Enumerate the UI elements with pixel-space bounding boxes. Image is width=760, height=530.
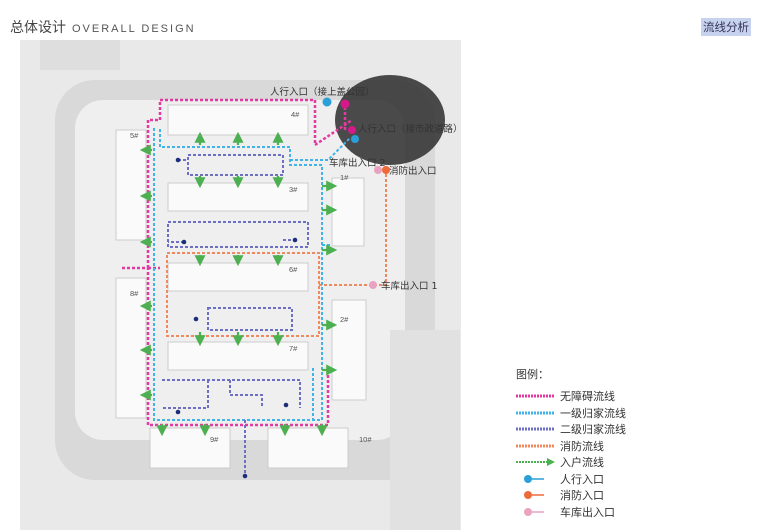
legend-label: 车库出入口 bbox=[560, 505, 615, 519]
building-7 bbox=[167, 341, 309, 371]
fire-entry-marker bbox=[382, 166, 390, 174]
legend-item-entry-route: 入户流线 bbox=[516, 454, 626, 471]
building-label-8: 8# bbox=[130, 289, 139, 298]
title-en: OVERALL DESIGN bbox=[72, 23, 196, 35]
road-top-left bbox=[40, 40, 120, 70]
label-garage-2: 车库出入口 2 bbox=[329, 157, 386, 169]
title-cn: 总体设计 bbox=[10, 20, 66, 36]
building-8 bbox=[115, 277, 147, 419]
legend-label: 无障碍流线 bbox=[560, 390, 615, 404]
building-label-2: 2# bbox=[340, 315, 349, 324]
building-4 bbox=[167, 104, 309, 136]
garage-2-marker bbox=[374, 166, 382, 174]
legend-label: 一级归家流线 bbox=[560, 406, 626, 420]
legend-item-fire-route: 消防流线 bbox=[516, 438, 626, 455]
building-label-10: 10# bbox=[359, 435, 372, 444]
building-label-9: 9# bbox=[210, 435, 219, 444]
legend-dot-icon bbox=[524, 507, 544, 516]
building-1 bbox=[331, 177, 365, 247]
building-6 bbox=[167, 262, 309, 292]
label-fire-entry: 消防出入口 bbox=[389, 165, 437, 177]
building-10 bbox=[267, 427, 349, 469]
legend: 图例： 无障碍流线 一级归家流线 二级归家流线 消防流线 入户流线 人行入口 消… bbox=[516, 366, 626, 520]
label-garage-1: 车库出入口 1 bbox=[381, 280, 438, 292]
legend-item-primary-home: 一级归家流线 bbox=[516, 405, 626, 422]
entry-markers bbox=[322, 97, 390, 289]
barrier-free-marker-park bbox=[340, 99, 350, 109]
barrier-free-marker-road bbox=[348, 126, 356, 134]
legend-label: 消防流线 bbox=[560, 439, 604, 453]
building-label-4: 4# bbox=[291, 110, 300, 119]
garage-1-marker bbox=[369, 281, 377, 289]
ped-entry-marker-road bbox=[351, 135, 359, 143]
legend-item-secondary-home: 二级归家流线 bbox=[516, 421, 626, 438]
secondary-home-route bbox=[162, 154, 309, 475]
legend-dot-icon bbox=[524, 474, 544, 483]
legend-label: 消防入口 bbox=[560, 489, 604, 503]
label-ped-entry-park: 人行入口（接上盖公园） bbox=[270, 86, 375, 98]
legend-item-garage-entry: 车库出入口 bbox=[516, 504, 626, 521]
ped-entry-marker-park bbox=[322, 97, 332, 107]
section-badge[interactable]: 流线分析 bbox=[701, 18, 751, 36]
legend-line-icon bbox=[516, 394, 554, 398]
building-label-1: 1# bbox=[340, 173, 349, 182]
legend-label: 人行入口 bbox=[560, 472, 604, 486]
legend-label: 二级归家流线 bbox=[560, 423, 626, 437]
building-3 bbox=[167, 182, 309, 212]
legend-arrow-icon bbox=[516, 458, 555, 467]
legend-item-fire-entry: 消防入口 bbox=[516, 487, 626, 504]
legend-line-icon bbox=[516, 444, 554, 448]
park-tree-canopy bbox=[335, 75, 445, 165]
building-label-5: 5# bbox=[130, 131, 139, 140]
road-right bbox=[390, 330, 460, 530]
legend-item-ped-entry: 人行入口 bbox=[516, 471, 626, 488]
fire-route bbox=[166, 170, 387, 337]
label-ped-entry-road: 人行入口（接市政道路） bbox=[358, 123, 463, 135]
legend-line-icon bbox=[516, 427, 554, 431]
page-title: 总体设计 OVERALL DESIGN bbox=[10, 17, 196, 37]
legend-title: 图例： bbox=[516, 368, 549, 381]
entry-arrows bbox=[139, 131, 338, 437]
building-label-3: 3# bbox=[289, 185, 298, 194]
legend-line-icon bbox=[516, 411, 554, 415]
building-label-6: 6# bbox=[289, 265, 298, 274]
legend-label: 入户流线 bbox=[560, 456, 604, 470]
building-2 bbox=[331, 299, 367, 401]
legend-dot-icon bbox=[524, 491, 544, 500]
building-label-7: 7# bbox=[289, 344, 298, 353]
building-5 bbox=[115, 129, 147, 241]
legend-item-barrier-free: 无障碍流线 bbox=[516, 388, 626, 405]
